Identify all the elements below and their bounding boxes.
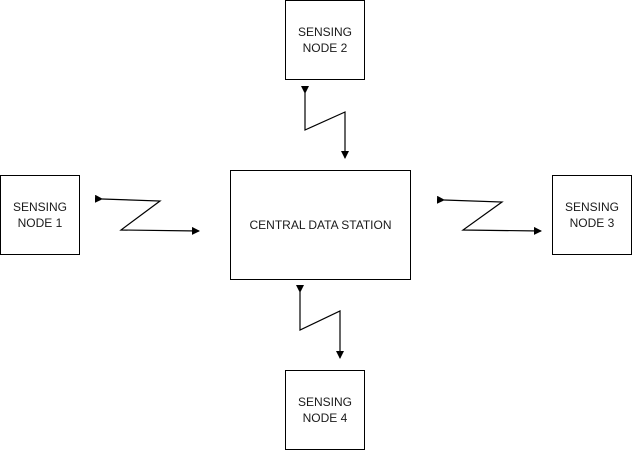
central-data-station-label: CENTRAL DATA STATION	[249, 218, 392, 232]
wireless-link-node-4-central	[296, 285, 344, 359]
sensing-node-4-label: SENSING NODE 4	[297, 395, 352, 425]
sensing-node-4: SENSING NODE 4	[285, 370, 365, 450]
sensing-node-2-label: SENSING NODE 2	[297, 25, 352, 55]
sensing-node-1: SENSING NODE 1	[0, 175, 80, 255]
wireless-link-node-1-central	[94, 194, 200, 235]
sensing-node-1-label: SENSING NODE 1	[12, 200, 67, 230]
sensing-node-3-label: SENSING NODE 3	[564, 200, 619, 230]
central-data-station: CENTRAL DATA STATION	[230, 170, 411, 280]
wireless-link-node-3-central	[436, 195, 542, 235]
sensing-node-3: SENSING NODE 3	[552, 175, 632, 255]
sensing-node-2: SENSING NODE 2	[285, 0, 365, 80]
wireless-link-node-2-central	[301, 86, 349, 159]
